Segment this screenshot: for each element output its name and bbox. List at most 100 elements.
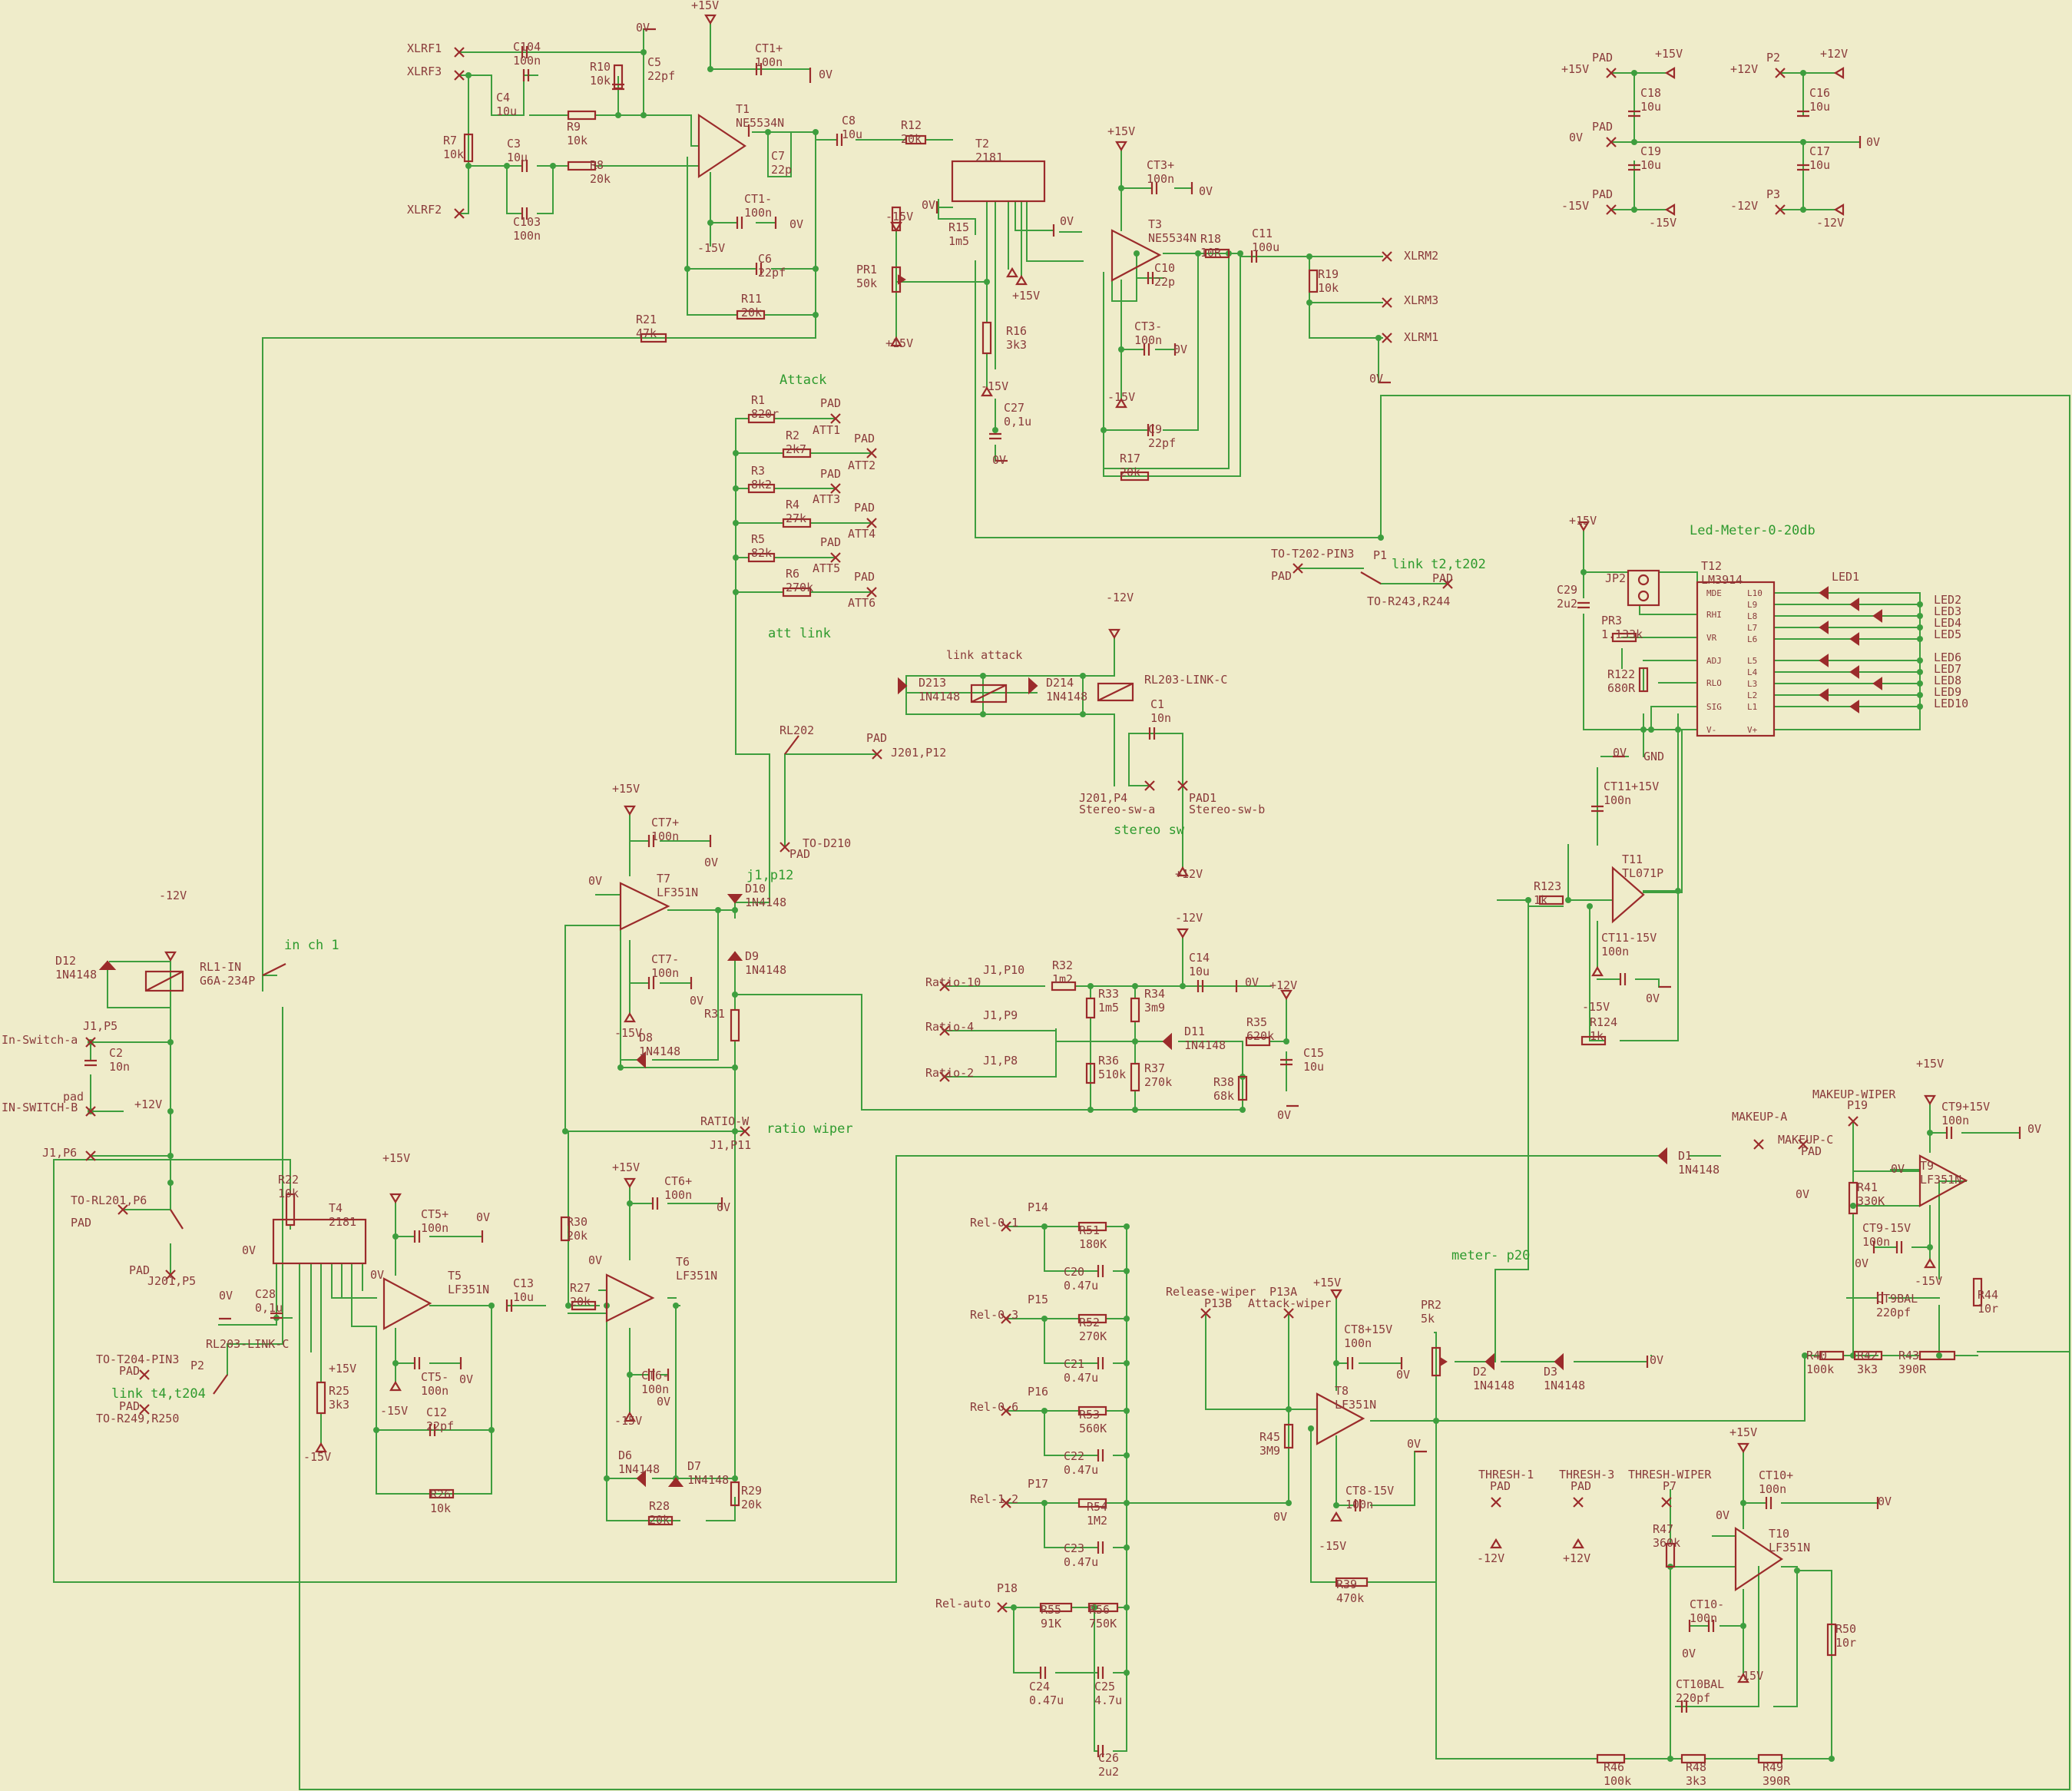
connector-rel06: Rel-0,6: [970, 1400, 1018, 1414]
part-value-r53: 560K: [1079, 1422, 1107, 1435]
part-value-c5: 22pf: [647, 69, 675, 83]
part-ref-ct9-15v: CT9-15V: [1862, 1221, 1911, 1235]
part-value-r50: 10r: [1835, 1636, 1856, 1650]
part-value-r4: 27k: [786, 511, 806, 525]
note-stereo-sw: stereo sw: [1114, 823, 1185, 838]
part-ref-p16: P16: [1028, 1385, 1048, 1399]
part-value-t12: LM3914: [1701, 573, 1743, 587]
rail-label: +15V: [1569, 514, 1597, 528]
part-ref-d10: D10: [745, 882, 766, 896]
rail-label: 0V: [1646, 992, 1660, 1005]
note-link-t4: link t4,t204: [111, 1386, 206, 1402]
part-ref-d7: D7: [687, 1459, 701, 1473]
part-ref-c9: C9: [1148, 422, 1162, 436]
part-ref-t3: T3: [1148, 217, 1162, 231]
connector-ratio_w: RATIO-W: [700, 1114, 750, 1128]
part-ref-r41: R41: [1857, 1180, 1878, 1194]
part-ref-r50: R50: [1835, 1622, 1856, 1636]
part-value-r32: 1m2: [1052, 972, 1073, 986]
part-value-r27: 20k: [570, 1295, 591, 1309]
part-ref-ct3+: CT3+: [1147, 158, 1174, 172]
rail-label: +15V: [612, 1160, 640, 1174]
part-ref-c1: C1: [1150, 697, 1164, 711]
part-value-r2: 2k7: [786, 442, 806, 456]
part-ref-ct7-: CT7-: [651, 952, 679, 966]
part-ref-r35: R35: [1246, 1015, 1267, 1029]
part-ref-r52: R52: [1079, 1316, 1100, 1329]
lm3914-output-pin: L2: [1747, 690, 1757, 700]
connector-pad_in: pad: [63, 1090, 84, 1104]
part-value-r29: 20k: [741, 1498, 762, 1511]
pad-label: PAD: [866, 731, 887, 745]
part-ref-r26: R26: [430, 1488, 451, 1501]
part-value-ct11-15v: 100n: [1601, 945, 1629, 958]
part-ref-r12: R12: [901, 118, 922, 132]
part-value-r12: 20k: [901, 132, 922, 146]
part-value-c10: 22p: [1154, 275, 1175, 289]
rail-labels: +15V0V0V0V-15V0V-15V+15V0V+15V+15V0V0V-1…: [134, 0, 2041, 1683]
part-value-r34: 3m9: [1144, 1001, 1165, 1015]
part-ref-d214: D214: [1046, 676, 1074, 690]
connector-to_r243: TO-R243,R244: [1367, 594, 1450, 608]
part-ref-c24: C24: [1029, 1680, 1050, 1693]
rail-label: -12V: [1816, 216, 1844, 230]
part-value-d214: 1N4148: [1046, 690, 1087, 703]
part-ref-ct8+15v: CT8+15V: [1344, 1323, 1392, 1336]
pad-label: P1: [1373, 548, 1387, 562]
part-ref-c28: C28: [255, 1287, 276, 1301]
part-value-pr1: 50k: [856, 276, 877, 290]
part-ref-ct6+: CT6+: [664, 1174, 692, 1188]
part-value-t8: LF351N: [1335, 1398, 1376, 1412]
pad-label: P7: [1663, 1479, 1676, 1493]
led-labels: LED1LED2LED3LED4LED5LED6LED7LED8LED9LED1…: [1832, 570, 1968, 710]
lm3914-output-pin: L7: [1747, 623, 1757, 633]
part-ref-c27: C27: [1004, 401, 1024, 415]
part-value-d1: 1N4148: [1678, 1163, 1719, 1177]
part-value-r9: 10k: [567, 134, 588, 147]
led-label-9: LED9: [1934, 685, 1961, 699]
part-ref-r2: R2: [786, 429, 799, 442]
part-value-c7: 22p: [771, 163, 792, 177]
part-value-c29: 2u2: [1557, 597, 1577, 611]
part-value-t11: TL071P: [1622, 866, 1663, 880]
rail-label: -15V: [885, 210, 913, 223]
part-ref-r40: R40: [1806, 1349, 1827, 1362]
connector-makeup_w: MAKEUP-WIPER: [1812, 1088, 1896, 1101]
rail-label: 0V: [992, 453, 1006, 467]
part-value-r46: 100k: [1604, 1774, 1631, 1788]
part-ref-r6: R6: [786, 567, 799, 581]
pad-label: PAD: [1571, 1479, 1591, 1493]
part-value-r37: 270k: [1144, 1075, 1172, 1089]
rail-label: 0V: [1716, 1508, 1729, 1522]
part-value-r49: 390R: [1763, 1774, 1791, 1788]
part-ref-c15: C15: [1303, 1046, 1324, 1060]
part-ref-t9: T9: [1920, 1159, 1934, 1173]
part-ref-d6: D6: [618, 1448, 632, 1462]
part-value-ct1-: 100n: [744, 206, 772, 220]
part-value-d9: 1N4148: [745, 963, 786, 977]
pad-label: PAD: [820, 396, 841, 410]
part-value-r17: 20k: [1120, 465, 1140, 479]
part-ref-r27: R27: [570, 1281, 591, 1295]
connector-pad_t204b: PAD: [119, 1399, 140, 1413]
part-ref-r31: R31: [704, 1007, 725, 1021]
part-value-r123: 1k: [1534, 893, 1547, 907]
connector-relauto: Rel-auto: [935, 1597, 991, 1611]
part-ref-ct6-: CT6-: [641, 1369, 669, 1382]
part-value-r56: 750K: [1089, 1617, 1117, 1630]
rail-label: +12V: [1563, 1551, 1590, 1565]
connector-j1p11: J1,P11: [710, 1138, 751, 1152]
lm3914-output-pin: L6: [1747, 634, 1757, 644]
rail-label: -15V: [614, 1414, 642, 1428]
rail-label: 0V: [2027, 1122, 2041, 1136]
part-ref-c5: C5: [647, 55, 661, 69]
rail-label: +12V: [134, 1097, 162, 1111]
pad-label: PAD: [854, 432, 875, 445]
connector-att1: ATT1: [813, 423, 840, 437]
part-ref-r49: R49: [1763, 1760, 1783, 1774]
connector-xlrf3: XLRF3: [407, 65, 442, 78]
part-value-t10: LF351N: [1769, 1541, 1810, 1554]
rail-label: -12V: [1730, 199, 1758, 213]
